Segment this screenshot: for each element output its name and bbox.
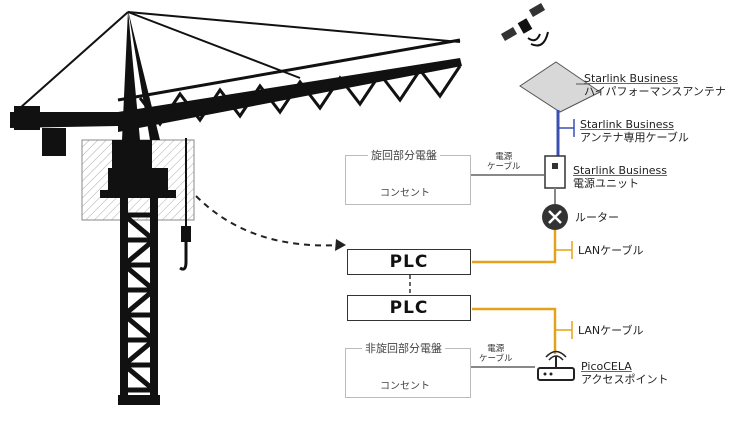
- rotating-power-cable-label: 電源 ケーブル: [487, 152, 521, 172]
- rotating-panel-box: [345, 155, 471, 205]
- non-rotating-panel-title: 非旋回部分電盤: [362, 340, 445, 356]
- non-rotating-power-cable-label: 電源 ケーブル: [479, 344, 513, 364]
- lan-cable-bottom-label: LANケーブル: [578, 324, 644, 337]
- antenna-name: ハイパフォーマンスアンテナ: [584, 85, 726, 98]
- rotating-panel-outlet: コンセント: [380, 188, 430, 199]
- lan-cable-top-label: LANケーブル: [578, 244, 644, 257]
- access-point-brand: PicoCELA: [581, 360, 632, 373]
- lan-cable-top: [472, 230, 557, 264]
- antenna-brand: Starlink Business: [584, 72, 679, 85]
- non-rotating-panel-box: [345, 348, 471, 398]
- non-rotating-panel-outlet: コンセント: [380, 381, 430, 392]
- power-unit-icon: [544, 155, 566, 189]
- router-label: ルーター: [575, 211, 619, 224]
- rotating-panel-title: 旋回部分電盤: [368, 147, 440, 163]
- power-unit-label: Starlink Business 電源ユニット: [573, 164, 667, 190]
- arrow-head-icon: [335, 239, 346, 251]
- antenna-cable-name: アンテナ専用ケーブル: [580, 131, 689, 144]
- tower-crane-icon: [10, 10, 462, 405]
- dashed-arrow: [195, 195, 341, 247]
- router-icon: [542, 204, 568, 230]
- antenna-dish-icon: [519, 61, 601, 113]
- satellite-icon: [500, 3, 549, 47]
- access-point-name: アクセスポイント: [581, 373, 669, 386]
- antenna-cable-brand: Starlink Business: [580, 118, 675, 131]
- lan-cable-bottom: [472, 307, 557, 354]
- power-unit-brand: Starlink Business: [573, 164, 668, 177]
- power-unit-name: 電源ユニット: [573, 177, 639, 190]
- plc-bottom: PLC: [347, 295, 471, 321]
- plc-top: PLC: [347, 249, 471, 275]
- wifi-access-point-icon: [537, 350, 575, 381]
- access-point-label: PicoCELA アクセスポイント: [581, 360, 668, 386]
- antenna-cable-label: Starlink Business アンテナ専用ケーブル: [580, 118, 689, 144]
- antenna-label: Starlink Business ハイパフォーマンスアンテナ: [584, 72, 726, 98]
